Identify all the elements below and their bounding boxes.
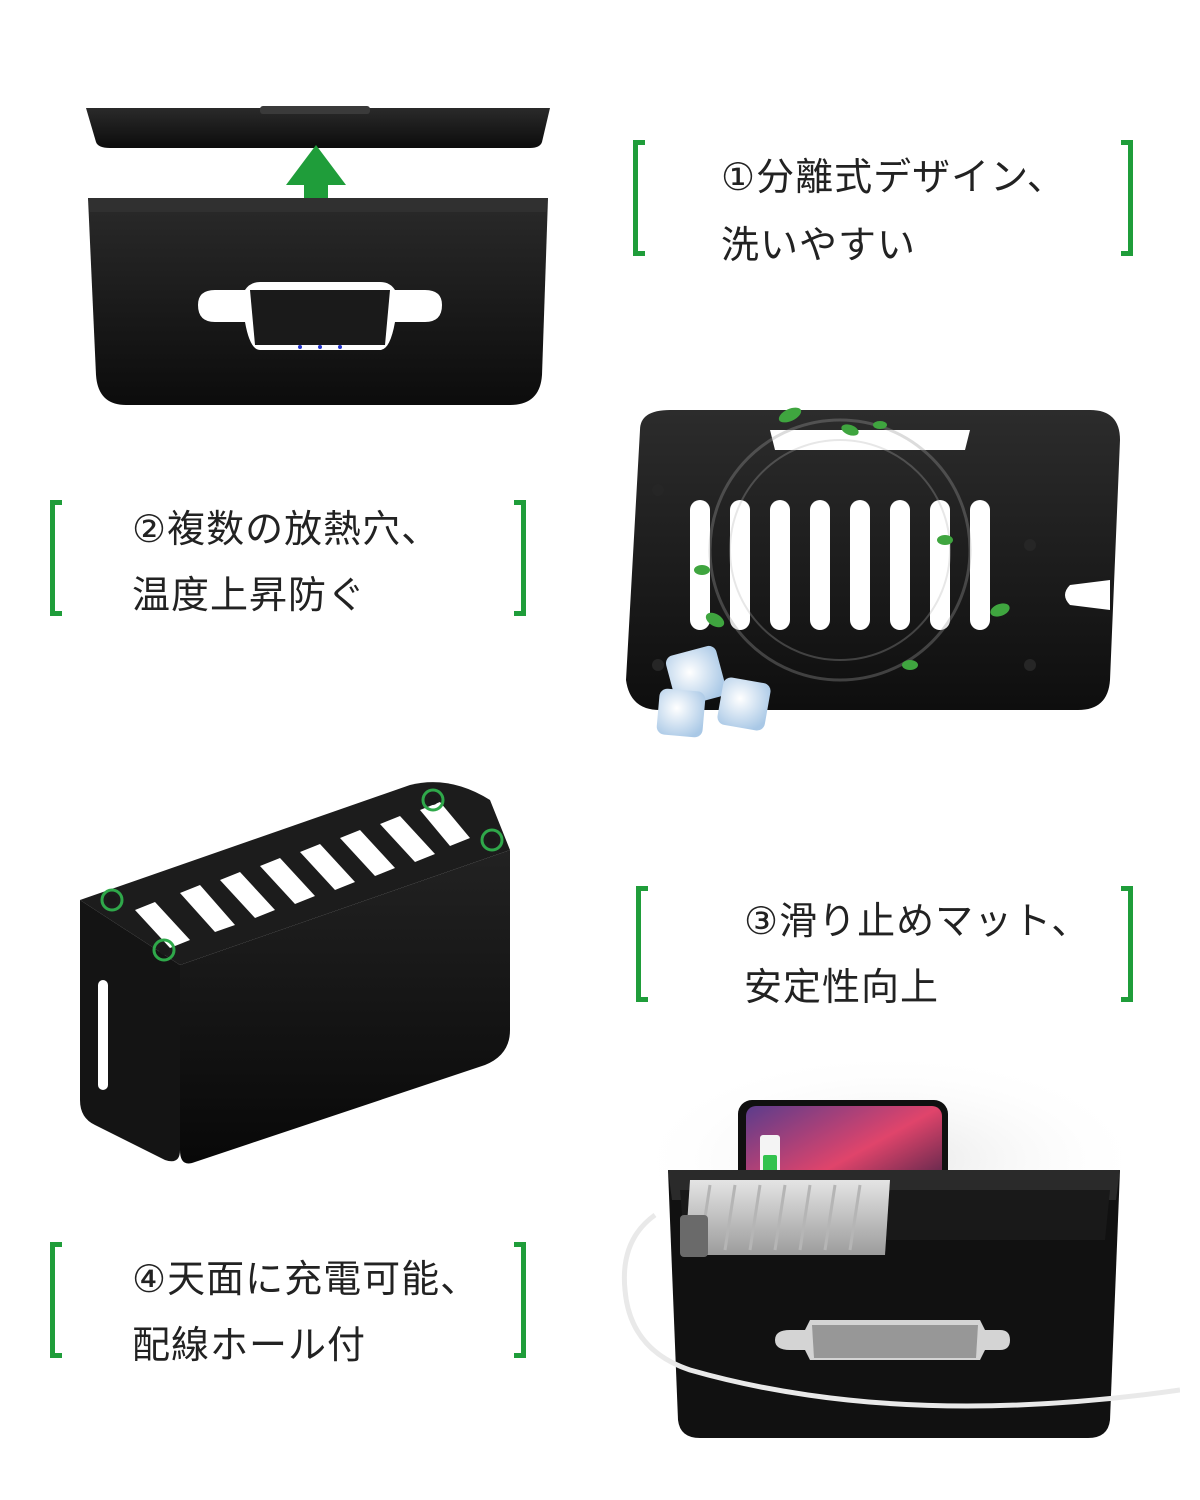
left-bracket-icon bbox=[633, 140, 645, 256]
leaf-icon bbox=[694, 407, 1010, 670]
anti-slip-mat-illustration bbox=[70, 780, 530, 1170]
right-bracket-icon bbox=[1121, 140, 1133, 256]
power-bank-icon bbox=[680, 1180, 890, 1257]
feature-4-subtitle: 配線ホール付 bbox=[132, 1323, 367, 1367]
feature-1-subtitle: 洗いやすい bbox=[721, 223, 917, 267]
feature-1-title: ①分離式デザイン、 bbox=[721, 155, 1066, 199]
left-bracket-icon bbox=[50, 500, 62, 616]
lid-shape bbox=[86, 108, 550, 148]
feature-2-title: ②複数の放熱穴、 bbox=[132, 507, 441, 551]
feature-3-title: ③滑り止めマット、 bbox=[744, 899, 1091, 943]
right-bracket-icon bbox=[514, 1242, 526, 1358]
ice-cube-icon bbox=[656, 645, 771, 738]
feature-2-subtitle: 温度上昇防ぐ bbox=[132, 573, 367, 617]
right-bracket-icon bbox=[1121, 886, 1133, 1002]
feature-2-caption: ②複数の放熱穴、 温度上昇防ぐ bbox=[50, 500, 526, 617]
heat-vent-illustration bbox=[610, 400, 1130, 750]
right-bracket-icon bbox=[514, 500, 526, 616]
top-charging-illustration bbox=[600, 1040, 1180, 1460]
anti-slip-pad-icon bbox=[100, 788, 504, 962]
vented-box-shape bbox=[626, 410, 1120, 710]
bottom-vent-slots bbox=[135, 802, 470, 948]
feature-3-subtitle: 安定性向上 bbox=[744, 965, 940, 1009]
feature-3-caption: ③滑り止めマット、 安定性向上 bbox=[636, 886, 1133, 1009]
left-bracket-icon bbox=[636, 886, 648, 1002]
feature-4-title: ④天面に充電可能、 bbox=[132, 1257, 480, 1301]
left-bracket-icon bbox=[50, 1242, 62, 1358]
vent-slots bbox=[690, 500, 990, 630]
feature-1-caption: ①分離式デザイン、 洗いやすい bbox=[633, 140, 1133, 267]
feature-4-caption: ④天面に充電可能、 配線ホール付 bbox=[50, 1242, 526, 1367]
separable-lid-illustration bbox=[80, 100, 560, 420]
box-front-face-shape bbox=[80, 900, 180, 1162]
